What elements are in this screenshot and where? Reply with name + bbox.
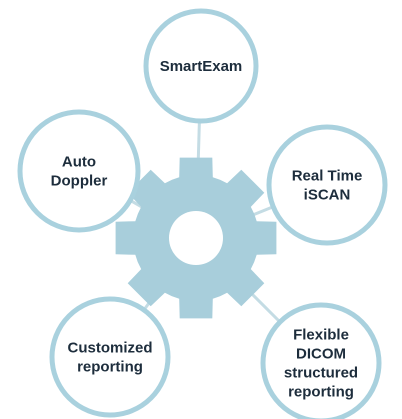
center-gear — [115, 157, 277, 319]
feature-node-label: structured — [284, 365, 358, 382]
feature-node-label: reporting — [77, 359, 143, 376]
feature-node-ring — [143, 8, 259, 124]
feature-node-ring — [260, 302, 382, 419]
feature-node-label: Auto — [62, 154, 96, 171]
feature-node-real-time-iscan: Real Time iSCAN — [266, 124, 388, 246]
feature-node-smartexam: SmartExam — [143, 8, 259, 124]
feature-node-label: Doppler — [51, 173, 108, 190]
feature-node-label: reporting — [288, 384, 354, 401]
feature-node-label: SmartExam — [160, 58, 243, 75]
feature-node-label: Real Time — [292, 168, 363, 185]
feature-node-ring — [17, 109, 141, 233]
feature-node-ring — [49, 296, 171, 418]
feature-node-customized-reporting: Customized reporting — [49, 296, 171, 418]
feature-node-label: Flexible — [293, 327, 349, 344]
gear-hole — [169, 211, 223, 265]
feature-node-ring — [266, 124, 388, 246]
feature-node-label: Customized — [67, 340, 152, 357]
feature-node-label: DICOM — [296, 346, 346, 363]
feature-node-label: iSCAN — [304, 187, 351, 204]
